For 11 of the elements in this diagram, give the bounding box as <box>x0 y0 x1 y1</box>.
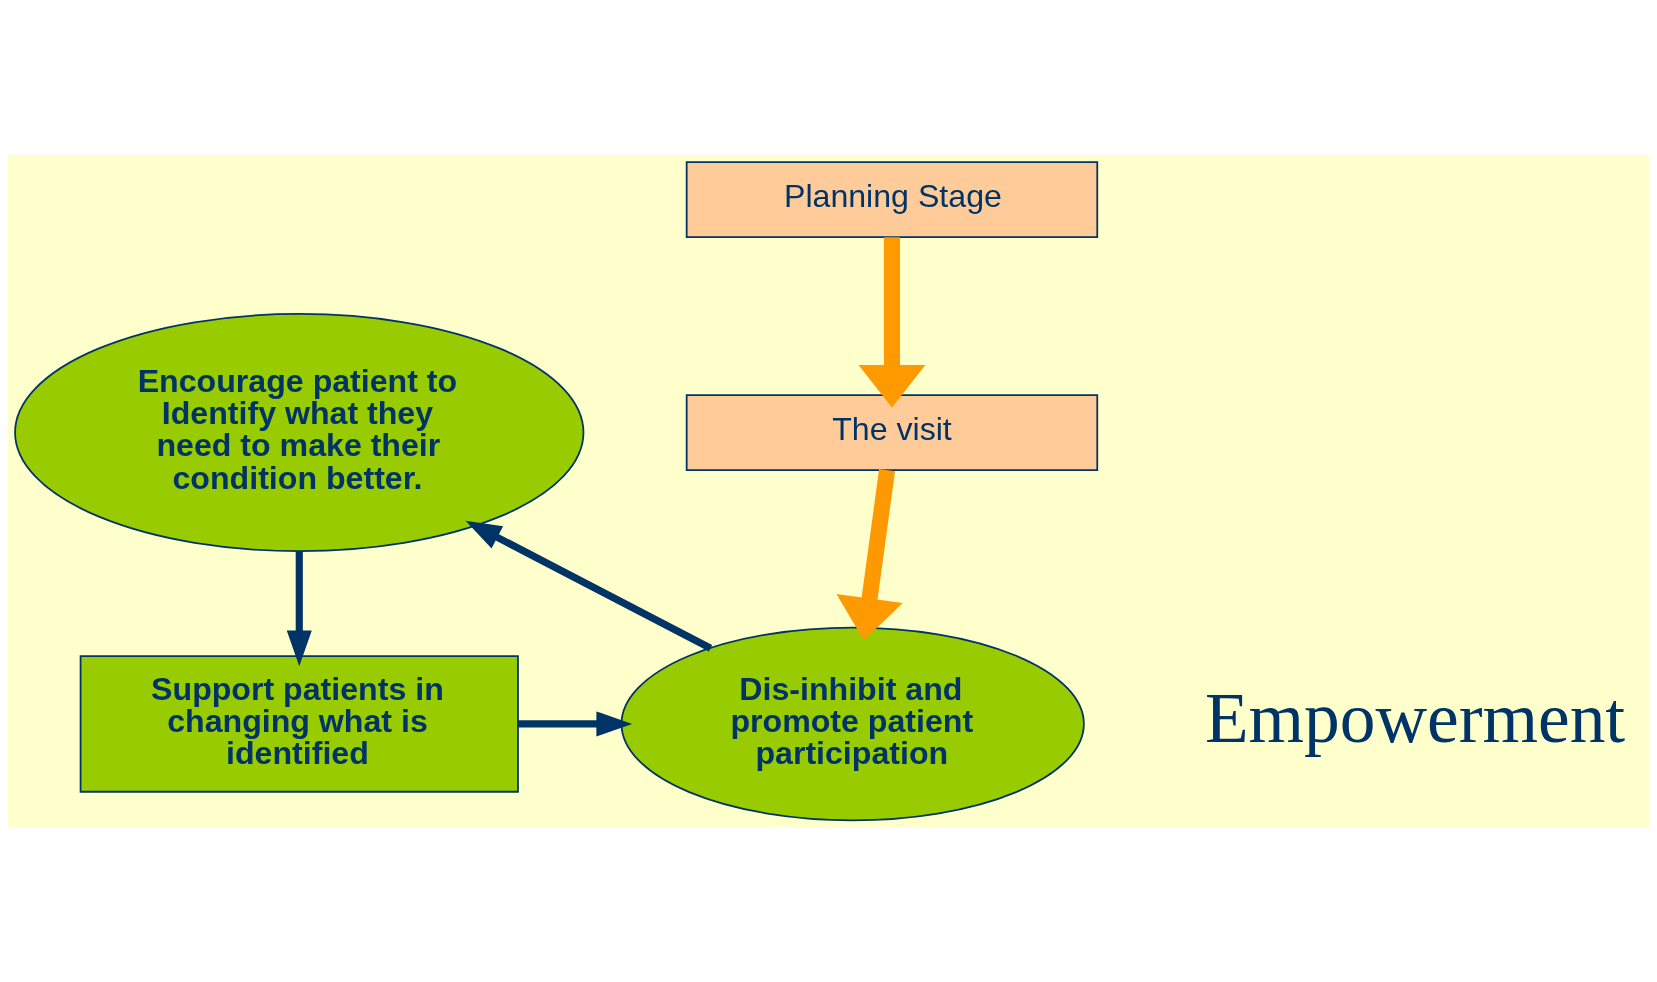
arrow <box>286 551 312 667</box>
label: Empowerment <box>1204 677 1626 757</box>
node-ellipse: Encourage patient to Identify what they need to make their condition better. <box>14 313 585 553</box>
arrow <box>858 237 926 408</box>
node-box: The visit <box>685 394 1099 471</box>
arrow <box>465 520 713 652</box>
node-box: Planning Stage <box>685 161 1099 238</box>
node-ellipse: Dis-inhibit and promote patient participation <box>620 626 1085 822</box>
node-box: Support patients in changing what is identified <box>79 655 519 793</box>
arrow <box>836 469 903 641</box>
arrow <box>518 711 633 737</box>
